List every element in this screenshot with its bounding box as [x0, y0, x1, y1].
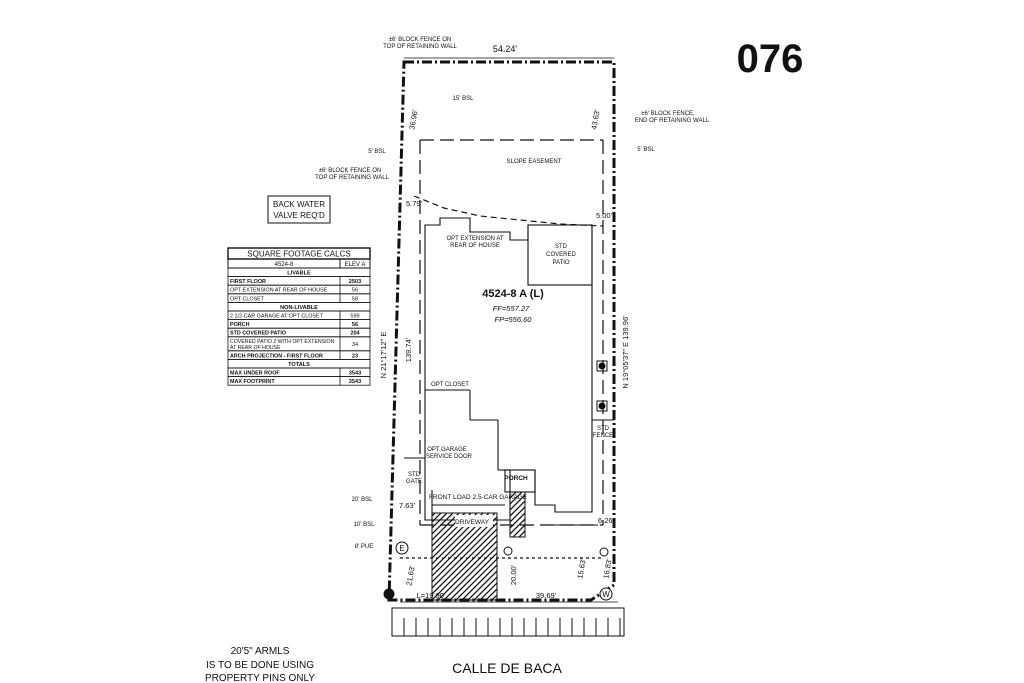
sqft-row-value: 3543	[349, 371, 361, 377]
driveway-hatch	[431, 491, 526, 601]
utility-boxes	[596, 360, 608, 412]
back-left-dimension: 36.96'	[407, 108, 419, 130]
left-bearing: N 21°17'12" E	[379, 332, 388, 379]
patio-label-3: PATIO	[552, 260, 569, 266]
opt-closet-label: OPT CLOSET	[431, 382, 469, 388]
back-right-dimension: 43.63'	[589, 108, 601, 130]
driveway-label-bg	[455, 515, 493, 527]
porch-label: PORCH	[504, 475, 528, 482]
footer-note-2: IS TO BE DONE USING	[206, 660, 314, 671]
corner-left-dimension: 21.63'	[404, 564, 416, 586]
sqft-row-value: 2503	[349, 279, 361, 285]
fence-right-callout-1: ±6' BLOCK FENCE,	[641, 111, 695, 117]
bsl-20-label: 20' BSL	[352, 497, 373, 503]
marker-e: E	[399, 544, 404, 553]
front-mid-dimension: 15.63'	[575, 557, 587, 579]
sqft-row-label: COVERED PATIO 2 WITH OPT EXTENSION	[230, 339, 335, 345]
sqft-row-label: MAX UNDER ROOF	[230, 371, 280, 377]
opt-garage-door-2: SERVICE DOOR	[426, 454, 473, 460]
sqft-section-label: LIVABLE	[287, 271, 311, 277]
bsl-10-label: 10' BSL	[354, 522, 375, 528]
plan-ff: FF=557.27	[493, 304, 530, 313]
plan-name: 4524-8 A (L)	[482, 288, 544, 300]
back-water-line-2: VALVE REQ'D	[273, 211, 325, 220]
sqft-section-label: TOTALS	[288, 362, 310, 368]
markers	[383, 541, 613, 601]
front-left-dimension: 7.63'	[399, 501, 416, 510]
std-gate-2: GATE	[406, 479, 422, 485]
curb-ticks	[403, 618, 621, 636]
bsl-15-label: 15' BSL	[453, 96, 474, 102]
sqft-row-label: OPT EXTENSION AT REAR OF HOUSE	[230, 288, 328, 294]
std-fence-2: FENCE	[593, 433, 613, 439]
left-inner-dimension: 139.74'	[404, 337, 413, 362]
driveway-depth-dimension: 20.00'	[509, 564, 518, 585]
footer-note-1: 20'5" ARMLS	[231, 646, 290, 657]
std-fence-1: STD	[597, 426, 610, 432]
sqft-header-plan: 4524-8	[275, 262, 294, 268]
sqft-row-label: FIRST FLOOR	[230, 279, 266, 285]
sqft-row-value: 3543	[349, 379, 361, 385]
pue-label: 8' PUE	[355, 544, 374, 550]
patio-label-1: STD	[555, 244, 568, 250]
fence-left-callout-2: TOP OF RETAINING WALL	[315, 175, 389, 181]
arc-length-dimension: L=19.90'	[417, 591, 446, 600]
sqft-row-label: OPT CLOSET	[230, 296, 265, 302]
marker-w: W	[602, 590, 610, 599]
top-dimension-label: 54.24'	[493, 44, 518, 54]
sqft-section-label: NON-LIVABLE	[280, 305, 318, 311]
sqft-row-value: 56	[352, 288, 358, 294]
driveway-label: DRIVEWAY	[455, 519, 490, 526]
opt-extension-label-1: OPT EXTENSION AT	[446, 236, 503, 242]
sqft-row-label: STD COVERED PATIO	[230, 331, 286, 337]
back-water-line-1: BACK WATER	[273, 200, 325, 209]
left-setback-dimension: 5.79'	[406, 199, 423, 208]
bottom-dimension-label: 39.69'	[536, 591, 557, 600]
front-right-dimension: 6.26'	[598, 516, 615, 525]
sqft-row-value: 204	[350, 331, 360, 337]
sqft-title: SQUARE FOOTAGE CALCS	[247, 250, 350, 259]
fence-top-callout-1: ±6' BLOCK FENCE ON	[389, 37, 451, 43]
lot-boundary	[387, 60, 616, 602]
fence-top-callout-2: TOP OF RETAINING WALL	[383, 44, 457, 50]
opt-extension-label-2: REAR OF HOUSE	[450, 243, 500, 249]
garage-label: FRONT LOAD 2.5-CAR GARAGE	[429, 494, 528, 501]
back-water-box	[267, 195, 331, 224]
sqft-row-label: ARCH PROJECTION - FIRST FLOOR	[230, 353, 323, 359]
sqft-row-value: 23	[352, 353, 358, 359]
right-setback-dimension: 5.00'	[596, 211, 613, 220]
house-footprint	[404, 217, 614, 526]
sqft-row-label-cont: AT REAR OF HOUSE	[230, 345, 281, 351]
plan-fp: FP=556.60	[495, 315, 533, 324]
sqft-header-elev: ELEV A	[345, 262, 366, 268]
bsl-5-right-label: 5' BSL	[637, 147, 655, 153]
sqft-row-value: 56	[352, 322, 358, 328]
fence-left-callout-1: ±6' BLOCK FENCE ON	[319, 168, 381, 174]
front-right-corner-dimension: 16.83'	[601, 557, 613, 579]
lot-number: 076	[737, 37, 804, 81]
sqft-row-label: PORCH	[230, 322, 250, 328]
sqft-row-cell	[227, 376, 371, 386]
std-gate-1: STD	[408, 472, 421, 478]
sqft-table: SQUARE FOOTAGE CALCS 4524-8 ELEV A LIVABLE F…	[227, 247, 371, 386]
sqft-row-value: 34	[352, 342, 358, 348]
street-curb	[391, 607, 625, 637]
footer-note-3: PROPERTY PINS ONLY	[205, 673, 315, 683]
patio-label-2: COVERED	[546, 252, 576, 258]
sqft-row-label: MAX FOOTPRINT	[230, 379, 275, 385]
opt-garage-door-1: OPT GARAGE	[427, 447, 467, 453]
slope-easement-label: SLOPE EASEMENT	[507, 159, 562, 165]
sqft-row-value: 58	[352, 296, 358, 302]
bsl-5-left-label: 5' BSL	[368, 149, 386, 155]
street-name: CALLE DE BACA	[452, 660, 562, 676]
sqft-row-value: 599	[350, 314, 359, 320]
right-side-dimension: N 19°05'37" E 139.96'	[621, 315, 630, 389]
fence-right-callout-2: END OF RETAINING WALL	[635, 118, 710, 124]
sqft-row-label: 2 1/2-CAR GARAGE AT OPT CLOSET	[230, 314, 324, 320]
